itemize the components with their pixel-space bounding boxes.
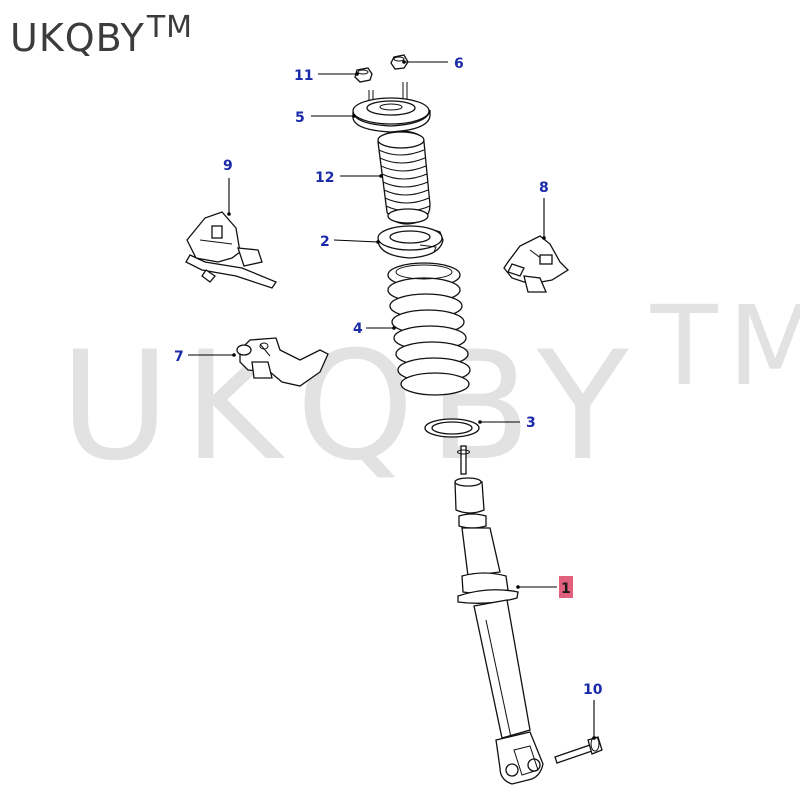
callout-1-highlight — [559, 576, 573, 598]
callout-3[interactable]: 3 — [526, 415, 536, 431]
part-3-isolator-ring[interactable] — [424, 418, 480, 438]
leader-lines — [188, 60, 596, 740]
part-10-bolt[interactable] — [554, 736, 603, 764]
callout-11[interactable]: 11 — [294, 68, 313, 84]
brand-text: UKQBY — [10, 16, 145, 60]
callout-10[interactable]: 10 — [583, 682, 603, 698]
part-6-nut[interactable] — [390, 54, 409, 70]
callout-6[interactable]: 6 — [454, 56, 464, 72]
callout-7[interactable]: 7 — [174, 349, 184, 365]
callout-4[interactable]: 4 — [353, 321, 363, 337]
part-4-coil-spring[interactable] — [387, 262, 471, 396]
part-8-sensor-bracket[interactable] — [503, 235, 570, 293]
callout-2[interactable]: 2 — [320, 234, 330, 250]
part-5-top-mount[interactable] — [352, 82, 431, 133]
part-2-spring-seat[interactable] — [377, 225, 444, 259]
watermark-suffix: TM — [650, 282, 800, 410]
brand-logo: UKQBYTM — [10, 10, 193, 60]
part-1-shock-absorber[interactable] — [454, 445, 544, 785]
callout-12[interactable]: 12 — [315, 170, 334, 186]
watermark-text: UKQBY — [60, 320, 643, 494]
part-11-nut[interactable] — [354, 67, 373, 83]
callout-9[interactable]: 9 — [223, 158, 233, 174]
watermark: UKQBYTM — [60, 282, 800, 494]
part-12-dust-boot[interactable] — [377, 130, 431, 225]
part-7-sensor-bracket[interactable] — [236, 337, 329, 387]
callout-labels: 1 2 3 4 5 6 7 8 9 10 11 12 — [174, 56, 603, 698]
part-9-sensor-bracket[interactable] — [185, 211, 277, 289]
callout-8[interactable]: 8 — [539, 180, 549, 196]
brand-suffix: TM — [146, 10, 194, 45]
callout-1[interactable]: 1 — [561, 581, 571, 597]
callout-5[interactable]: 5 — [295, 110, 305, 126]
